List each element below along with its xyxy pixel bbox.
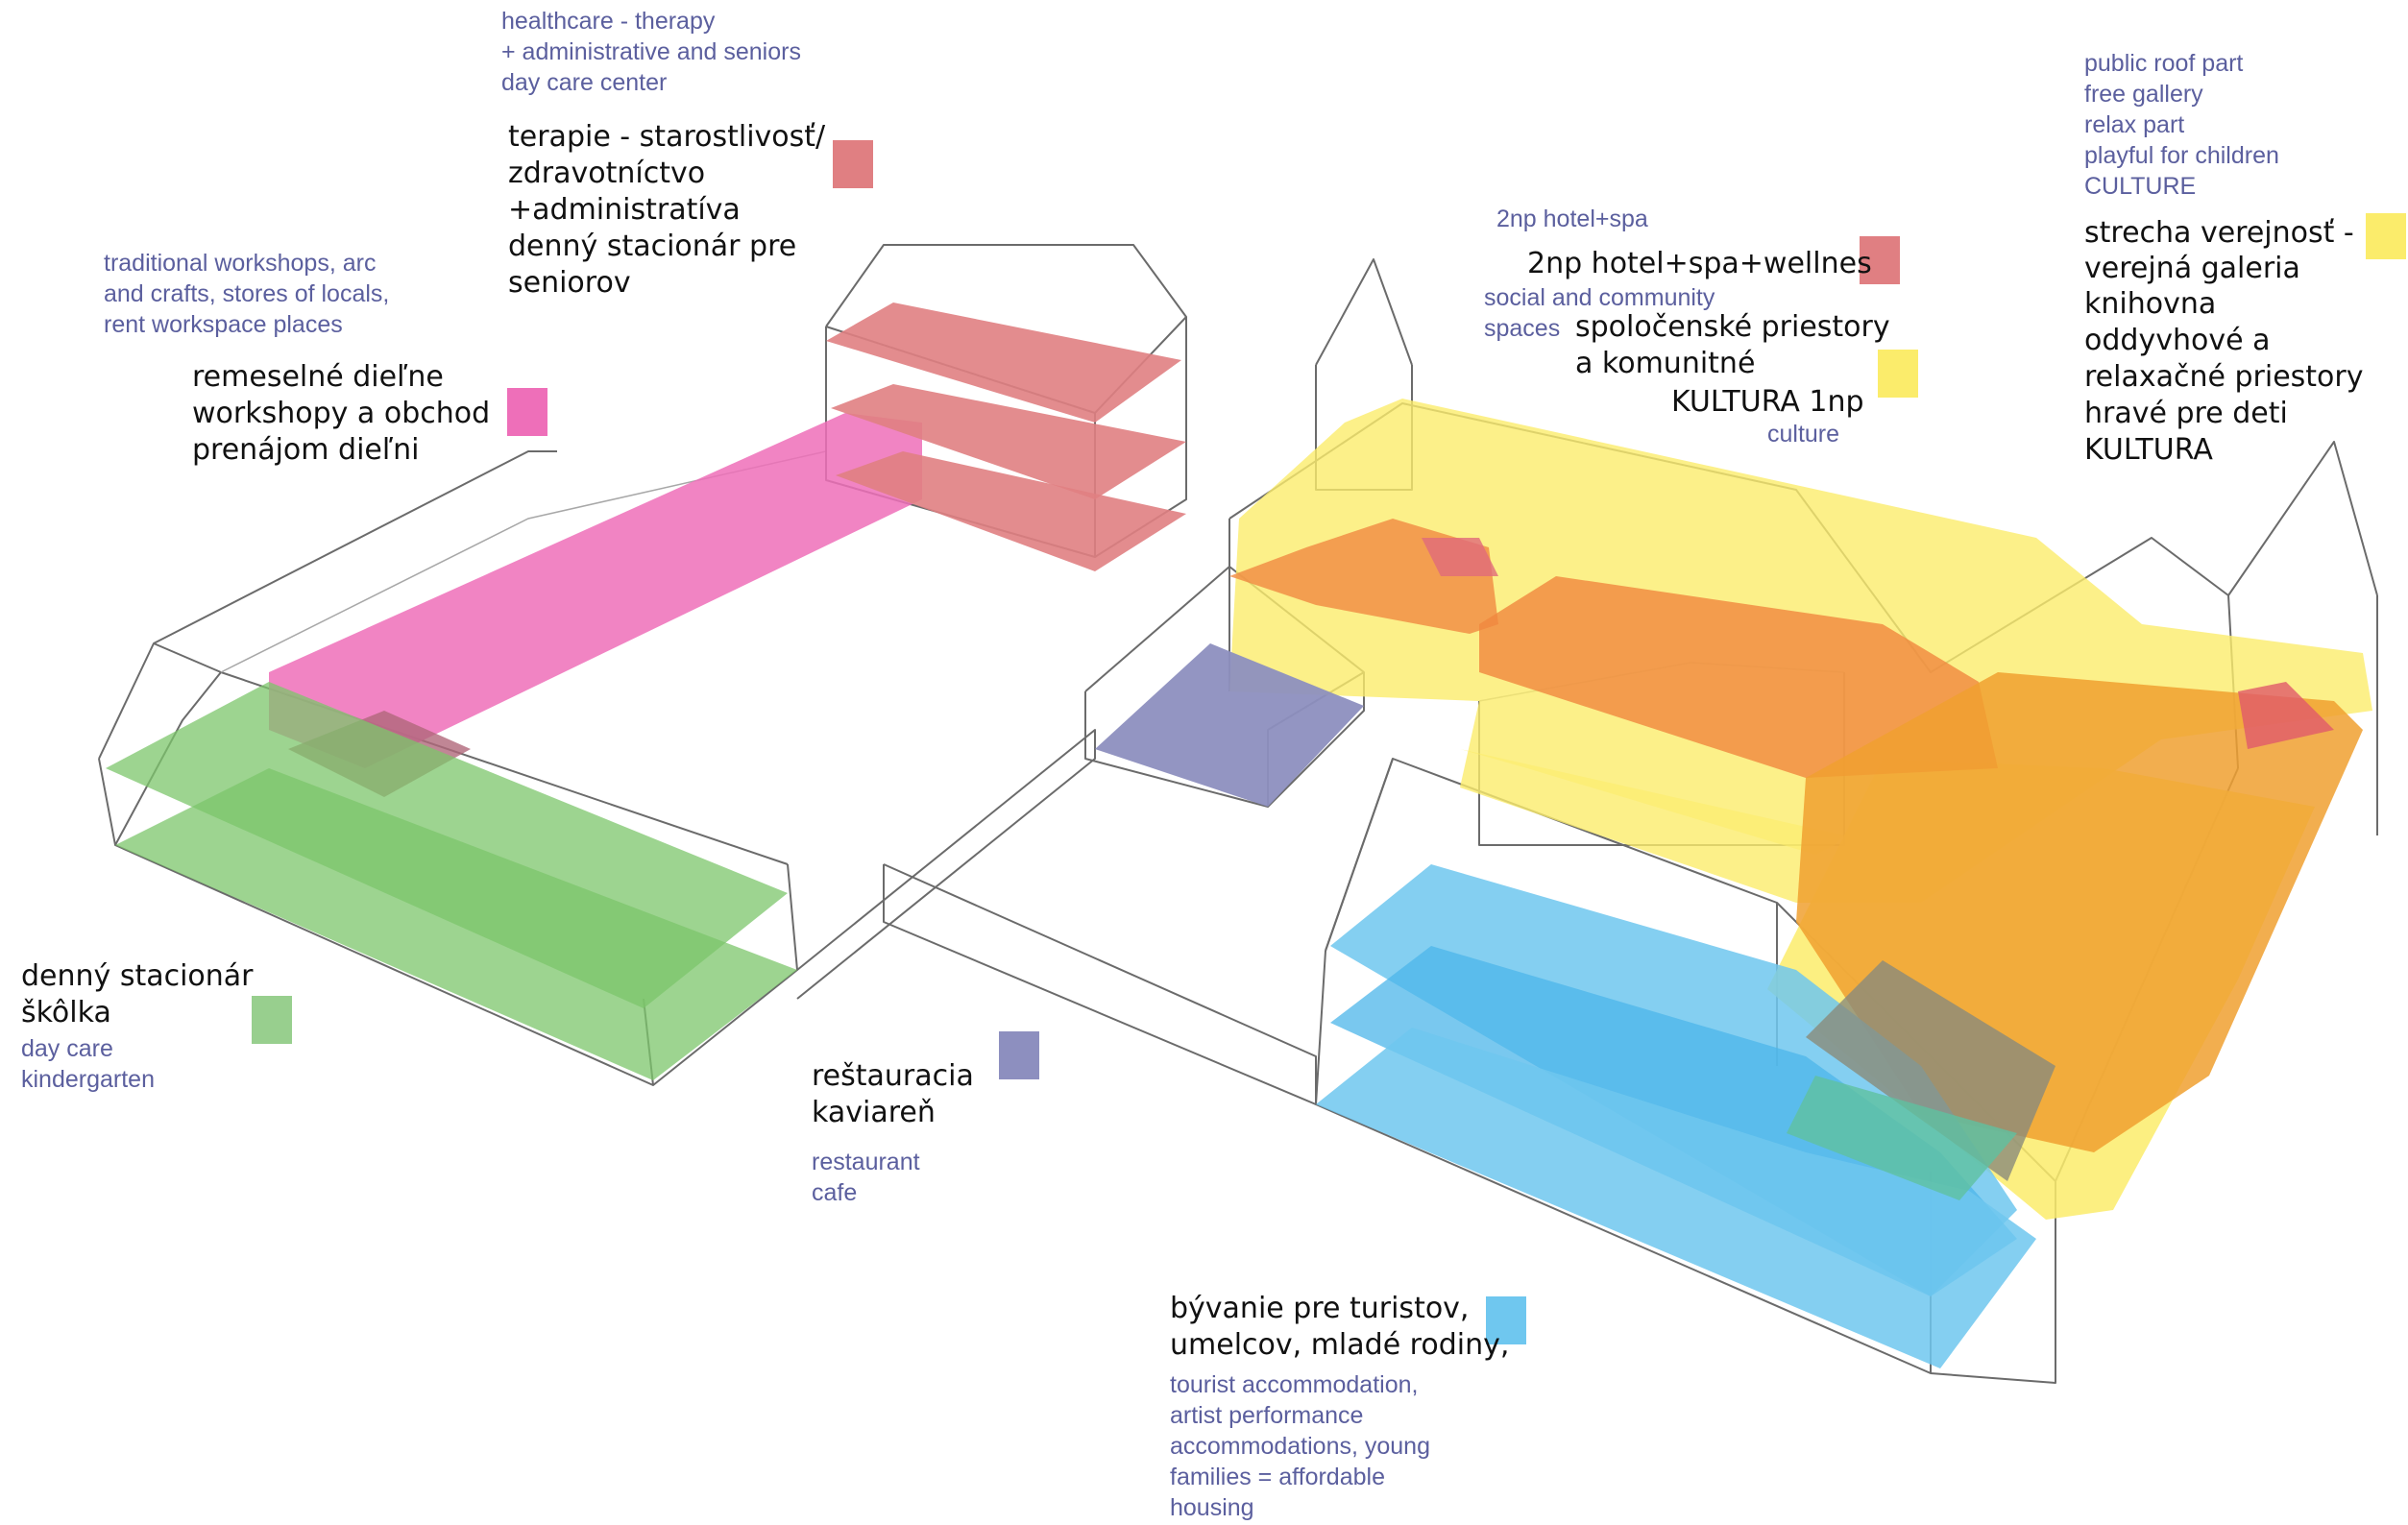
workshops-sub-1: traditional workshops, arc: [104, 250, 376, 277]
housing-sub-5: housing: [1170, 1494, 1254, 1521]
slab-workshops: [269, 413, 922, 768]
workshops-main-3: prenájom dieľni: [192, 433, 419, 467]
slab-hotel-mid: [1479, 576, 1998, 778]
roof-sub-1: public roof part: [2084, 50, 2243, 77]
kindergarten-sub-2: kindergarten: [21, 1066, 155, 1093]
slab-therapy-3: [826, 303, 1181, 423]
swatch-restaurant: [999, 1031, 1039, 1079]
kindergarten-sub-1: day care: [21, 1035, 113, 1062]
restaurant-sub-1: restaurant: [812, 1149, 920, 1175]
roof-main-5: relaxačné priestory: [2084, 360, 2364, 394]
community-sub-1: social and community: [1484, 284, 1715, 311]
restaurant-sub-2: cafe: [812, 1179, 857, 1206]
roof-sub-4: playful for children: [2084, 142, 2279, 169]
therapy-sub-3: day care center: [501, 69, 667, 96]
program-slabs: [106, 303, 2372, 1368]
slab-overlap-brown: [1806, 960, 2055, 1181]
restaurant-main-1: reštauracia: [812, 1059, 974, 1093]
swatch-housing: [1486, 1296, 1526, 1344]
community-sub-2: spaces: [1484, 315, 1560, 342]
workshops-main-1: remeselné dieľne: [192, 360, 444, 394]
roof-main-2: verejná galeria: [2084, 252, 2300, 285]
roof-main-1: strecha verejnosť -: [2084, 216, 2354, 250]
therapy-main-3: +administratíva: [508, 193, 741, 227]
slab-therapy-2: [831, 384, 1186, 499]
community-main-2: a komunitné: [1575, 347, 1755, 380]
roof-main-6: hravé pre deti: [2084, 397, 2288, 430]
swatch-workshops: [507, 388, 547, 436]
slab-housing-bottom: [1316, 1028, 2036, 1368]
therapy-main-4: denný stacionár pre: [508, 230, 796, 263]
therapy-sub-2: + administrative and seniors: [501, 38, 801, 65]
hotel-sub-1: 2np hotel+spa: [1496, 206, 1648, 232]
legend-swatches: [252, 140, 2406, 1344]
kindergarten-main-1: denný stacionár: [21, 959, 254, 993]
slab-therapy-1: [836, 451, 1186, 571]
swatch-therapy: [833, 140, 873, 188]
housing-main-1: bývanie pre turistov,: [1170, 1292, 1469, 1325]
roof-sub-2: free gallery: [2084, 81, 2203, 108]
housing-sub-4: families = affordable: [1170, 1464, 1385, 1490]
kindergarten-main-2: škôlka: [21, 996, 111, 1029]
community-main-3: KULTURA 1np: [1671, 385, 1864, 419]
community-main-1: spoločenské priestory: [1575, 310, 1890, 344]
roof-sub-3: relax part: [2084, 111, 2184, 138]
slab-community-court: [1460, 749, 1844, 855]
restaurant-main-2: kaviareň: [812, 1096, 936, 1129]
roof-main-7: KULTURA: [2084, 433, 2213, 467]
slab-hotel-red-east: [2238, 682, 2334, 749]
swatch-roof: [2366, 213, 2406, 259]
legend-labels: healthcare - therapy + administrative an…: [21, 8, 2364, 1521]
swatch-hotel: [1860, 236, 1900, 284]
roof-main-4: oddyvhové a: [2084, 324, 2270, 357]
housing-main-2: umelcov, mladé rodiny,: [1170, 1328, 1509, 1362]
housing-sub-3: accommodations, young: [1170, 1433, 1430, 1460]
slab-restaurant: [1095, 643, 1364, 807]
housing-sub-2: artist performance: [1170, 1402, 1363, 1429]
swatch-kindergarten: [252, 996, 292, 1044]
swatch-community: [1878, 350, 1918, 398]
slab-kindergarten-lower: [115, 768, 797, 1080]
roof-main-3: knihovna: [2084, 287, 2216, 321]
slab-hotel-red-center: [1422, 538, 1498, 576]
housing-sub-1: tourist accommodation,: [1170, 1371, 1418, 1398]
therapy-main-5: seniorov: [508, 266, 631, 300]
workshops-sub-3: rent workspace places: [104, 311, 343, 338]
hotel-main-1: 2np hotel+spa+wellnes: [1527, 247, 1872, 280]
roof-sub-5: CULTURE: [2084, 173, 2196, 200]
slab-overlap-teal: [1787, 1076, 2017, 1200]
workshops-sub-2: and crafts, stores of locals,: [104, 280, 389, 307]
therapy-main-1: terapie - starostlivosť/: [508, 120, 826, 154]
therapy-sub-1: healthcare - therapy: [501, 8, 716, 35]
community-sub-3: culture: [1767, 421, 1839, 448]
workshops-main-2: workshopy a obchod: [192, 397, 490, 430]
therapy-main-2: zdravotníctvo: [508, 157, 705, 190]
